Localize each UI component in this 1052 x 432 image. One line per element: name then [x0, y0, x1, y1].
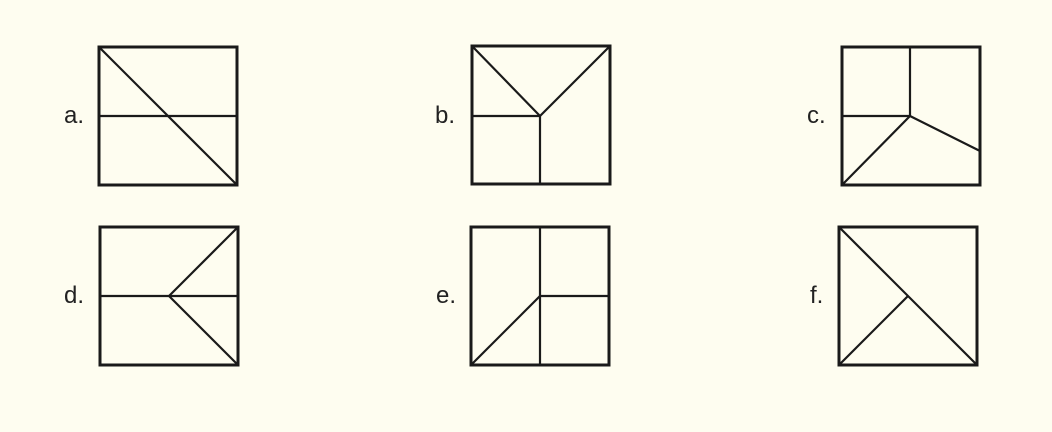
- option-b-label: b.: [435, 102, 456, 129]
- option-e-diagonal-down-left: [470, 295, 541, 366]
- option-f-figure[interactable]: [837, 225, 979, 367]
- option-c-svg: [840, 45, 982, 187]
- option-c-diagonal-right: [909, 115, 981, 152]
- option-f-label: f.: [810, 282, 824, 309]
- option-c-figure[interactable]: [840, 45, 982, 187]
- option-b-diagonal-right: [539, 45, 611, 117]
- option-a-label: a.: [64, 102, 85, 129]
- option-d-diagonal-down-right: [168, 295, 239, 366]
- option-b-diagonal-left: [471, 45, 541, 117]
- option-f-square: [837, 225, 979, 367]
- option-c-label: c.: [807, 102, 826, 129]
- option-f-svg: [837, 225, 979, 367]
- option-a-figure[interactable]: [97, 45, 239, 187]
- option-d-svg: [98, 225, 240, 367]
- option-e-figure[interactable]: [469, 225, 611, 367]
- option-d-figure[interactable]: [98, 225, 240, 367]
- option-f-diagonal-down-left: [838, 295, 909, 366]
- option-b-figure[interactable]: [470, 44, 612, 186]
- option-c-diagonal-down-left: [841, 115, 911, 186]
- option-a-svg: [97, 45, 239, 187]
- option-d-diagonal-up-right: [168, 226, 239, 297]
- option-d-label: d.: [64, 282, 85, 309]
- option-e-label: e.: [436, 282, 457, 309]
- option-e-svg: [469, 225, 611, 367]
- option-b-svg: [470, 44, 612, 186]
